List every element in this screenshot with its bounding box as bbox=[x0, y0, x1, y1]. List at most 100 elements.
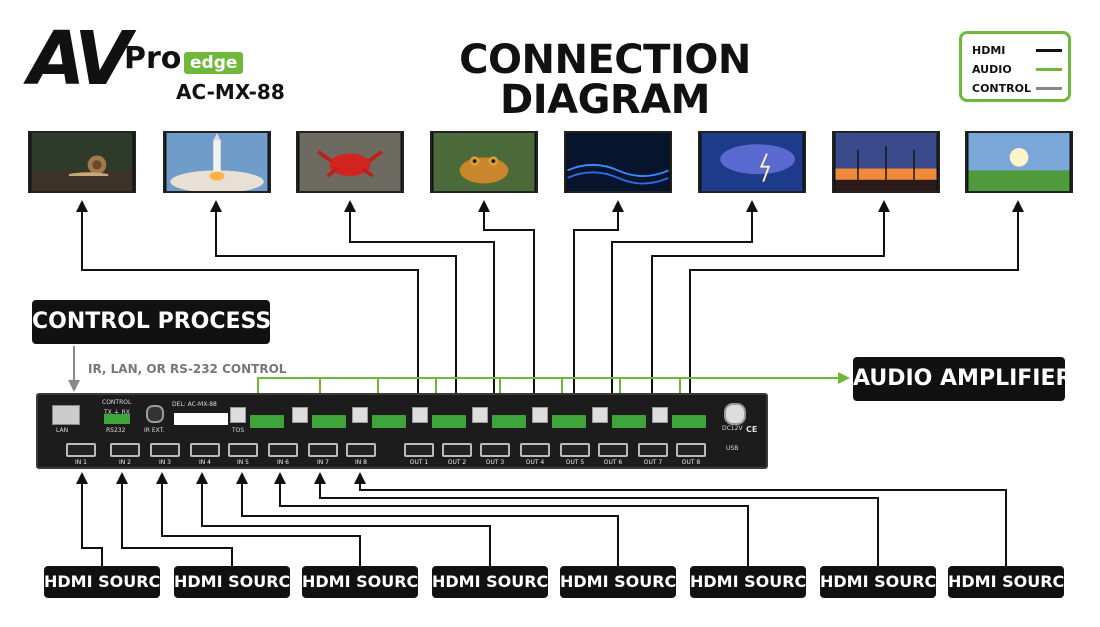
frog-image bbox=[433, 133, 535, 191]
output-label-3: OUT 3 bbox=[485, 459, 505, 466]
legend-label-control: CONTROL bbox=[972, 82, 1031, 95]
output-label-2: OUT 2 bbox=[447, 459, 467, 466]
input-7-wire bbox=[314, 472, 879, 566]
output-label-6: OUT 6 bbox=[603, 459, 623, 466]
tos-port-6 bbox=[532, 407, 548, 423]
display-1 bbox=[28, 131, 136, 193]
control-processor-label: CONTROL PROCESSOR bbox=[32, 300, 307, 344]
hdmi-input-3 bbox=[150, 443, 180, 457]
input-label-7: IN 7 bbox=[317, 459, 329, 466]
hdmi-source-4: HDMI SOURCE bbox=[432, 566, 559, 598]
red-crab-image bbox=[299, 133, 401, 191]
output-2-wire bbox=[210, 200, 457, 440]
input-label-5: IN 5 bbox=[237, 459, 249, 466]
output-5-wire bbox=[573, 200, 624, 440]
hdmi-source-3: HDMI SOURCE bbox=[302, 566, 429, 598]
palm-sunset-image bbox=[835, 133, 937, 191]
input-2-wire bbox=[116, 472, 233, 566]
tos-label: TOS bbox=[232, 427, 245, 434]
audio-terminal-6 bbox=[552, 415, 586, 428]
output-label-7: OUT 7 bbox=[643, 459, 663, 466]
input-label-8: IN 8 bbox=[355, 459, 367, 466]
audio-terminal-5 bbox=[492, 415, 526, 428]
audio-bus-wire bbox=[257, 372, 850, 400]
display-5 bbox=[564, 131, 672, 193]
rocket-launch-image bbox=[166, 133, 268, 191]
ir-ext-jack bbox=[146, 405, 164, 423]
control-label: CONTROL bbox=[102, 399, 132, 406]
legend-line-audio bbox=[1036, 68, 1062, 71]
output-4-wire bbox=[478, 200, 535, 440]
output-1-wire bbox=[76, 200, 419, 440]
output-label-4: OUT 4 bbox=[525, 459, 545, 466]
output-7-wire bbox=[651, 200, 890, 440]
hdmi-input-5 bbox=[228, 443, 258, 457]
tos-port-7 bbox=[592, 407, 608, 423]
rs232-terminal bbox=[104, 414, 130, 424]
audio-amplifier-label: AUDIO AMPLIFIER bbox=[853, 357, 1072, 401]
hdmi-source-1: HDMI SOURCE bbox=[44, 566, 171, 598]
output-label-5: OUT 5 bbox=[565, 459, 585, 466]
audio-terminal-2 bbox=[312, 415, 346, 428]
page-title: CONNECTION DIAGRAM bbox=[459, 37, 751, 123]
legend: HDMI AUDIO CONTROL bbox=[959, 31, 1071, 102]
tos-port-8 bbox=[652, 407, 668, 423]
avpro-logo-edge: edge bbox=[184, 52, 244, 74]
ir-ext-label: IR EXT. bbox=[144, 427, 165, 434]
display-7 bbox=[832, 131, 940, 193]
hdmi-source-5: HDMI SOURCE bbox=[560, 566, 687, 598]
input-label-6: IN 6 bbox=[277, 459, 289, 466]
input-6-wire bbox=[274, 472, 749, 566]
hdmi-output-6 bbox=[598, 443, 628, 457]
tos-port-1 bbox=[230, 407, 246, 423]
avpro-logo-pro: Pro bbox=[124, 41, 182, 76]
legend-line-control bbox=[1036, 87, 1062, 90]
avpro-logo-av: AV bbox=[28, 16, 132, 102]
input-8-wire bbox=[354, 472, 1007, 566]
control-note: IR, LAN, OR RS-232 CONTROL bbox=[88, 362, 287, 376]
hdmi-input-6 bbox=[268, 443, 298, 457]
display-2 bbox=[163, 131, 271, 193]
hdmi-input-4 bbox=[190, 443, 220, 457]
hdmi-source-6: HDMI SOURCE bbox=[690, 566, 817, 598]
serial-sticker bbox=[174, 413, 228, 425]
hdmi-output-4 bbox=[520, 443, 550, 457]
audio-terminal-3 bbox=[372, 415, 406, 428]
hdmi-output-1 bbox=[404, 443, 434, 457]
matrix-switcher-device: DEL: AC-MX-88 LAN CONTROL TX ⏚ RX RS232 … bbox=[36, 393, 768, 469]
device-model-label: DEL: AC-MX-88 bbox=[172, 401, 217, 408]
audio-terminal-4 bbox=[432, 415, 466, 428]
dc-power-jack bbox=[724, 403, 746, 425]
model-number: AC-MX-88 bbox=[176, 80, 285, 104]
tos-port-3 bbox=[352, 407, 368, 423]
txrx-label: TX ⏚ RX bbox=[104, 409, 130, 416]
hdmi-source-8: HDMI SOURCE bbox=[948, 566, 1075, 598]
hdmi-input-8 bbox=[346, 443, 376, 457]
output-label-8: OUT 8 bbox=[681, 459, 701, 466]
hdmi-output-2 bbox=[442, 443, 472, 457]
output-3-wire bbox=[344, 200, 495, 440]
output-label-1: OUT 1 bbox=[409, 459, 429, 466]
rs232-label: RS232 bbox=[106, 427, 126, 434]
hdmi-input-2 bbox=[110, 443, 140, 457]
hdmi-source-7: HDMI SOURCE bbox=[820, 566, 947, 598]
legend-label-audio: AUDIO bbox=[972, 63, 1012, 76]
input-5-wire bbox=[236, 472, 619, 566]
legend-line-hdmi bbox=[1036, 49, 1062, 52]
dc-label: DC12V bbox=[722, 425, 743, 432]
hdmi-output-8 bbox=[676, 443, 706, 457]
audio-terminal-8 bbox=[672, 415, 706, 428]
tos-port-2 bbox=[292, 407, 308, 423]
tos-port-5 bbox=[472, 407, 488, 423]
lan-label: LAN bbox=[56, 427, 69, 434]
hdmi-output-5 bbox=[560, 443, 590, 457]
input-4-wire bbox=[196, 472, 491, 566]
hdmi-input-1 bbox=[66, 443, 96, 457]
input-label-4: IN 4 bbox=[199, 459, 211, 466]
input-label-2: IN 2 bbox=[119, 459, 131, 466]
hdmi-source-2: HDMI SOURCE bbox=[174, 566, 301, 598]
input-3-wire bbox=[156, 472, 361, 566]
hdmi-output-3 bbox=[480, 443, 510, 457]
hdmi-output-7 bbox=[638, 443, 668, 457]
lan-port bbox=[52, 405, 80, 425]
